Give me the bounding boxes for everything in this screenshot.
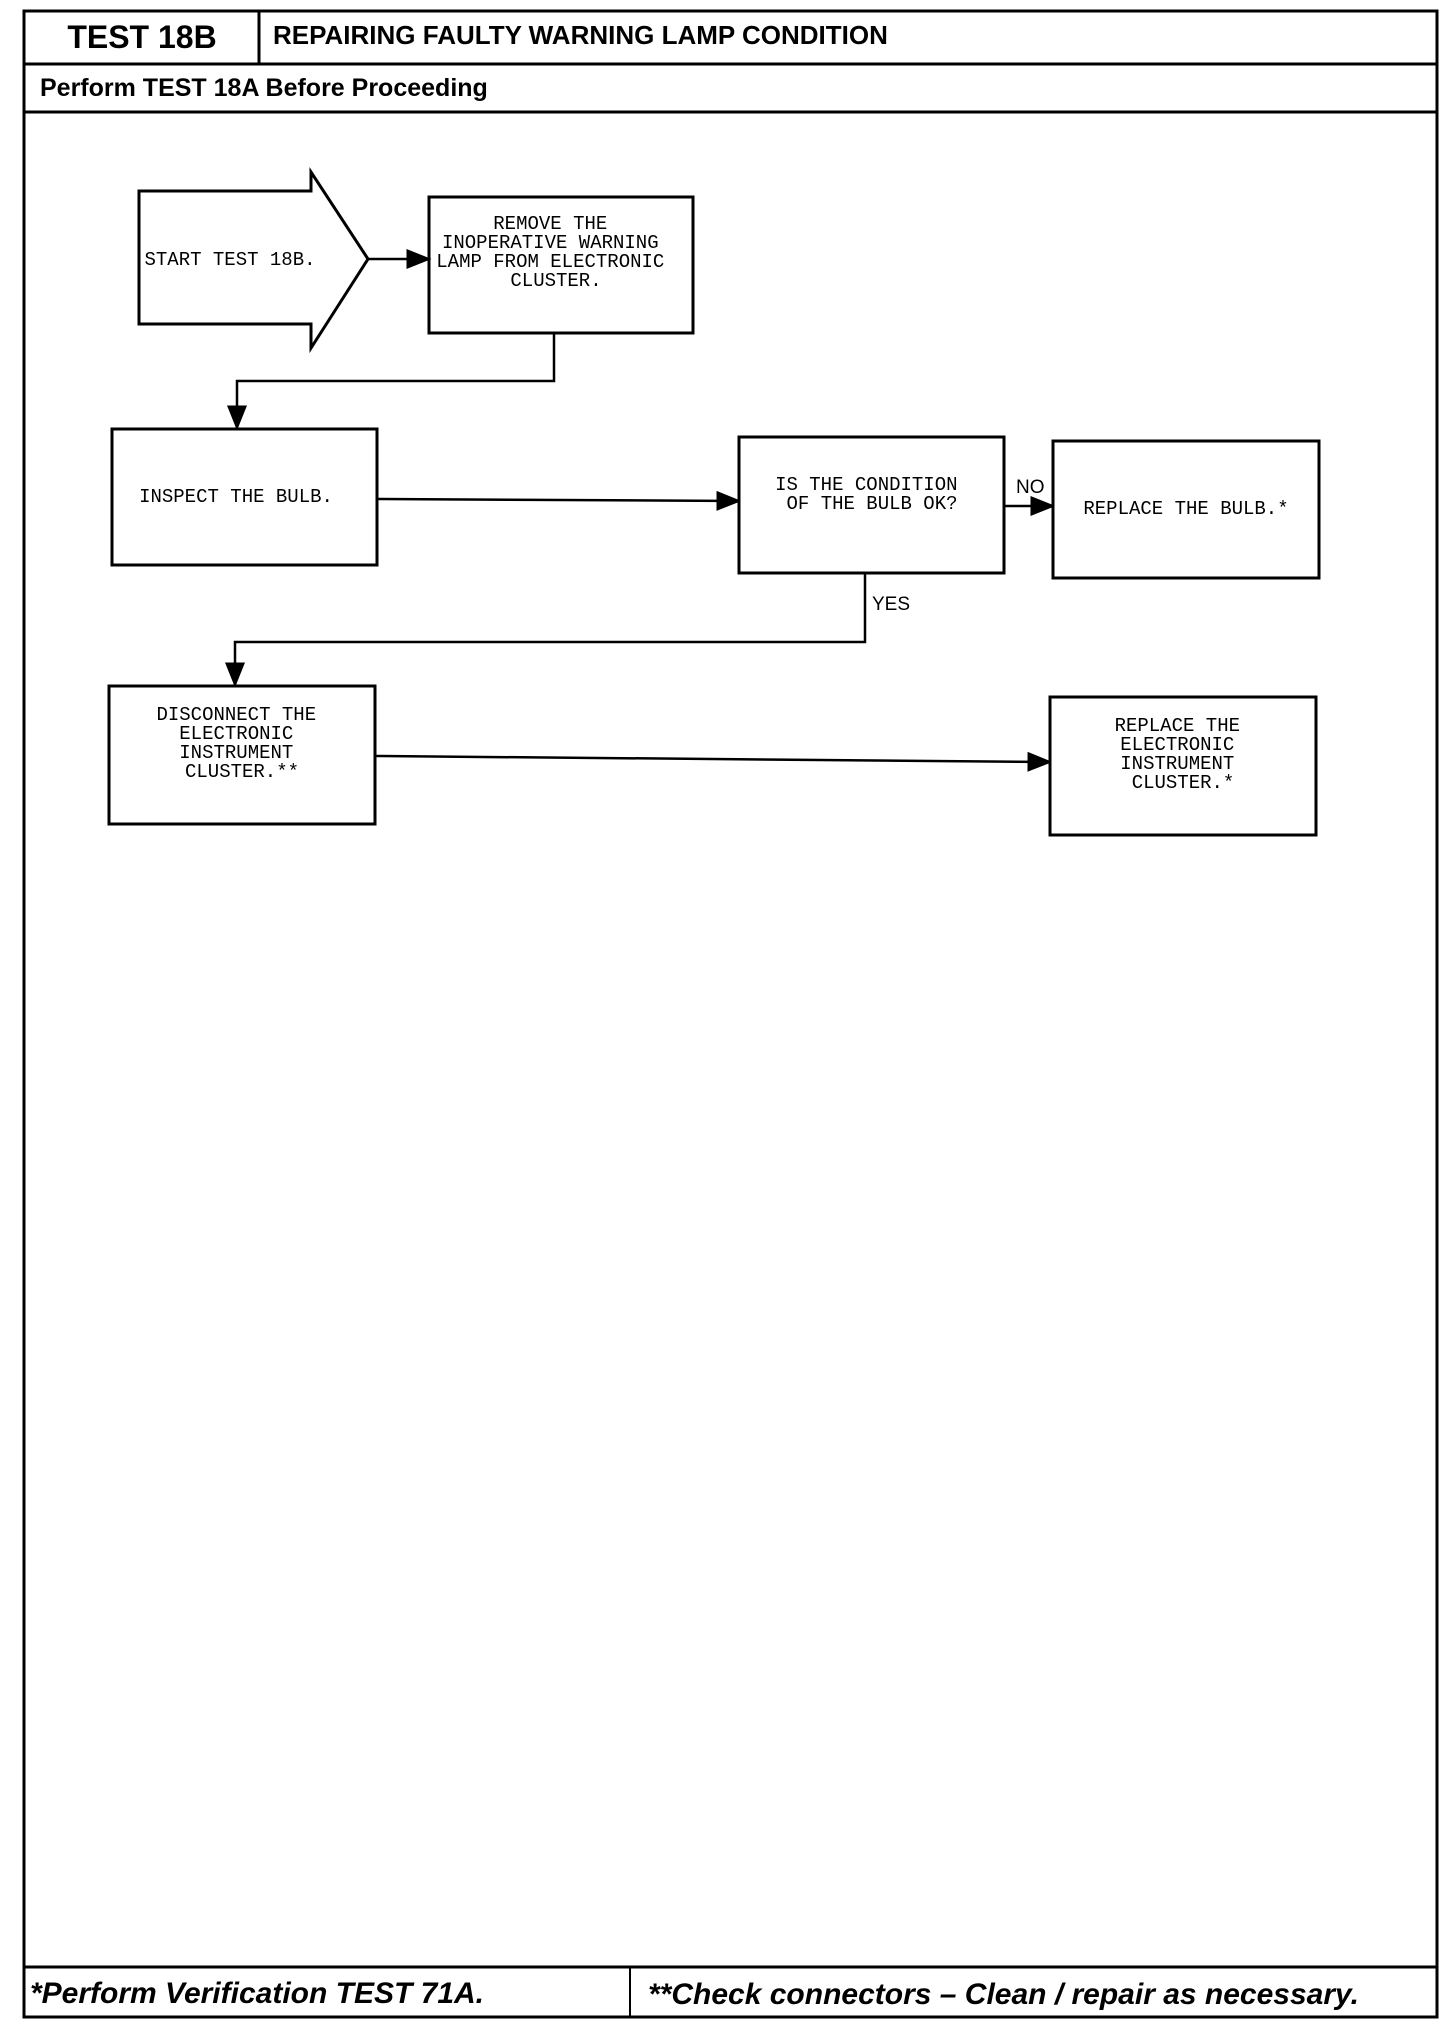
footer-note-verification: *Perform Verification TEST 71A. [30, 1977, 484, 2010]
disconnect-cluster-text: DISCONNECT THE ELECTRONIC INSTRUMENT CLU… [156, 704, 327, 783]
arrow-remove-to-inspect [227, 333, 556, 431]
inspect-bulb-box [110, 427, 379, 567]
start-arrow-shape [137, 166, 370, 354]
replace-cluster-text: REPLACE THE ELECTRONIC INSTRUMENT CLUSTE… [1115, 715, 1252, 794]
footer-note-connectors: **Check connectors – Clean / repair as n… [648, 1978, 1359, 2011]
replace-bulb-text: REPLACE THE BULB.* [1083, 498, 1288, 520]
page-title: REPAIRING FAULTY WARNING LAMP CONDITION [273, 20, 888, 50]
start-label: START TEST 18B. [144, 249, 315, 271]
bulb-condition-question: IS THE CONDITION OF THE BULB OK? [775, 474, 969, 515]
inspect-bulb-text: INSPECT THE BULB. [139, 486, 333, 508]
disconnect-cluster-box [107, 684, 377, 826]
prerequisite-note: Perform TEST 18A Before Proceeding [40, 74, 488, 102]
replace-bulb-box [1051, 439, 1321, 580]
arrow-disconnect-to-replace [374, 751, 1053, 772]
no-label: NO [1016, 477, 1045, 498]
page-frame [22, 9, 1439, 2019]
test-id: TEST 18B [67, 19, 216, 55]
remove-lamp-text: REMOVE THE INOPERATIVE WARNING LAMP FROM… [436, 213, 675, 292]
arrow-yes-branch [225, 573, 867, 688]
replace-cluster-box [1048, 695, 1318, 837]
remove-lamp-box [427, 195, 695, 335]
arrow-inspect-to-condition [376, 490, 742, 511]
yes-label: YES [872, 594, 910, 615]
